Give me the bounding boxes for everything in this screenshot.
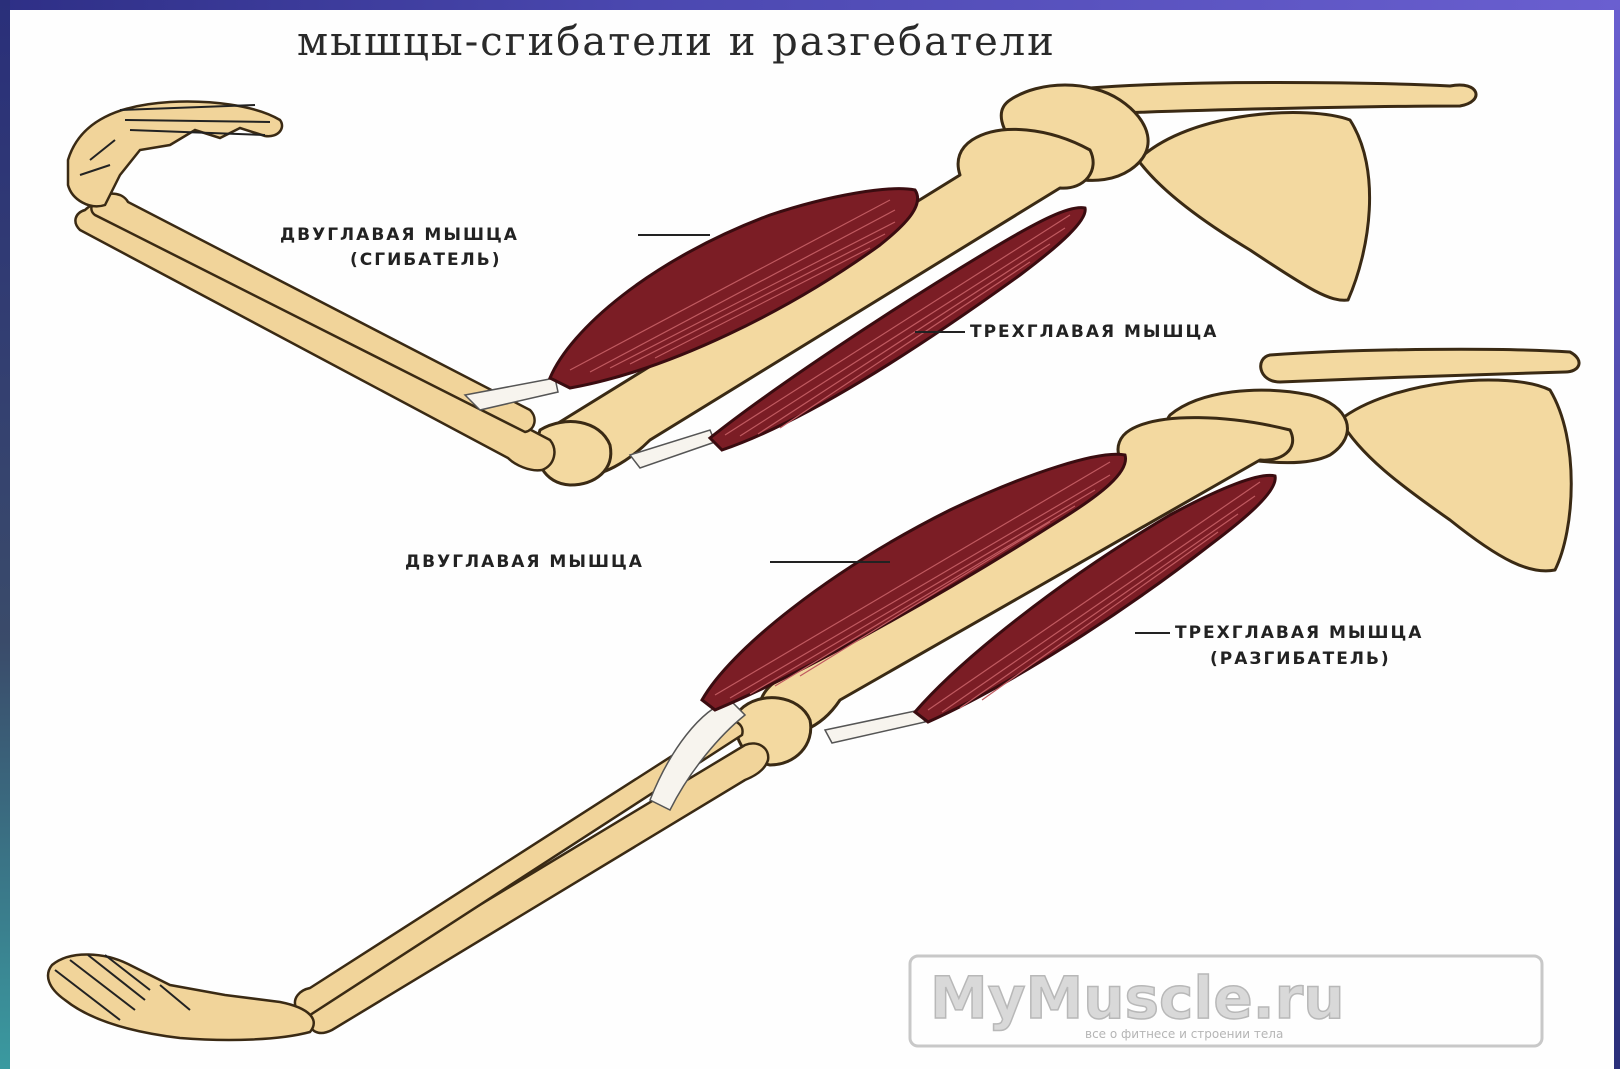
scapula-top bbox=[1138, 113, 1370, 301]
hand-bottom bbox=[48, 954, 314, 1040]
clavicle-top bbox=[1075, 83, 1476, 115]
label-bottom-triceps-role: (РАЗГИБАТЕЛЬ) bbox=[1210, 649, 1391, 669]
illustration-sheet: мышцы-сгибатели и разгебатели bbox=[10, 10, 1614, 1069]
arm-muscles-diagram: мышцы-сгибатели и разгебатели bbox=[10, 10, 1614, 1069]
watermark-brand: MyMuscle.ru bbox=[930, 964, 1345, 1032]
hand-top bbox=[68, 102, 282, 207]
slide-frame-left bbox=[0, 0, 10, 1069]
watermark: MyMuscle.ru все о фитнесе и строении тел… bbox=[910, 956, 1542, 1046]
extended-arm bbox=[48, 349, 1579, 1040]
triceps-tendon-bottom bbox=[825, 710, 925, 743]
watermark-tagline: все о фитнесе и строении тела bbox=[1085, 1027, 1283, 1041]
clavicle-bottom bbox=[1261, 349, 1579, 382]
label-bottom-biceps: ДВУГЛАВАЯ МЫШЦА bbox=[405, 552, 644, 572]
biceps-muscle-bottom bbox=[702, 454, 1126, 710]
label-bottom-triceps: ТРЕХГЛАВАЯ МЫШЦА bbox=[1175, 623, 1423, 643]
ulna-bottom bbox=[308, 743, 768, 1033]
label-top-biceps: ДВУГЛАВАЯ МЫШЦА bbox=[280, 225, 519, 245]
label-top-biceps-role: (СГИБАТЕЛЬ) bbox=[350, 250, 501, 270]
slide-frame-right bbox=[1614, 0, 1620, 1069]
label-top-triceps: ТРЕХГЛАВАЯ МЫШЦА bbox=[970, 322, 1218, 342]
scapula-bottom bbox=[1340, 380, 1571, 571]
diagram-title: мышцы-сгибатели и разгебатели bbox=[297, 19, 1056, 65]
